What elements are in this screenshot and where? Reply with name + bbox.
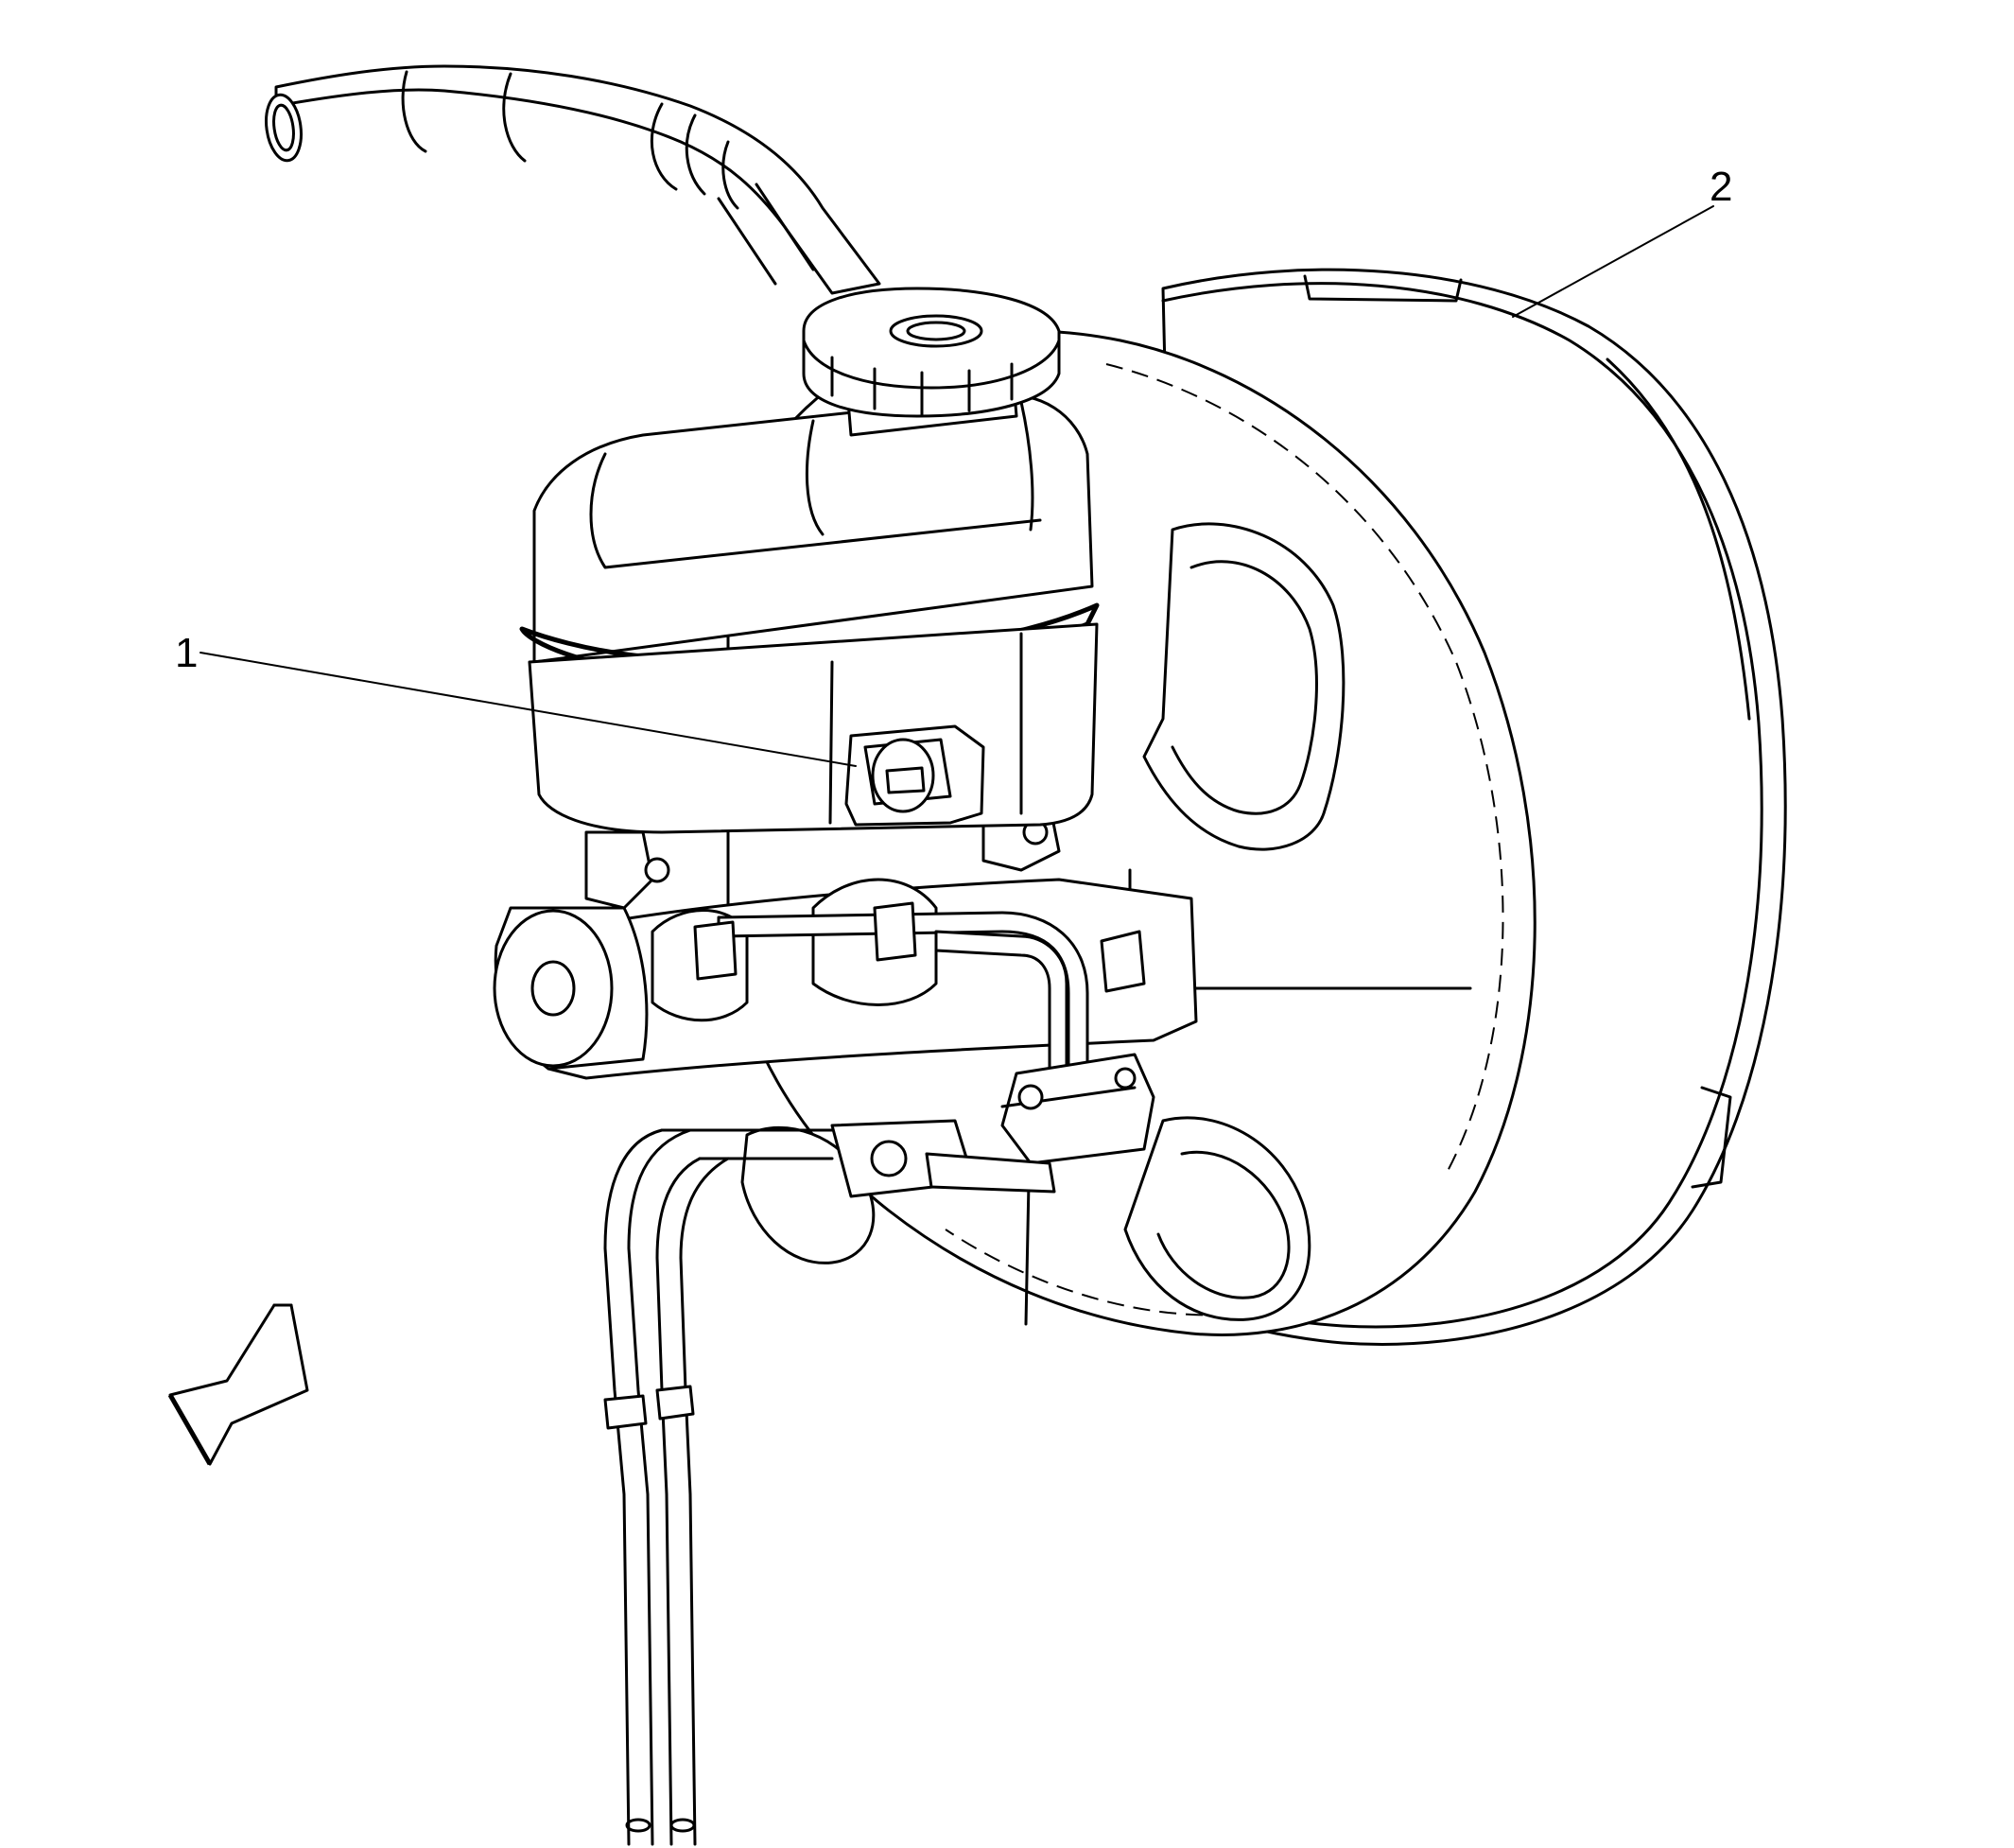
vacuum-hose xyxy=(265,64,881,295)
fluid-reservoir xyxy=(519,287,1100,834)
callout-2: 2 xyxy=(1512,164,1732,318)
brake-lines xyxy=(603,901,1155,1846)
leader-line-2 xyxy=(1512,205,1714,318)
callout-1-label: 1 xyxy=(175,630,198,676)
callout-2-label: 2 xyxy=(1710,164,1732,210)
front-direction-arrow-icon xyxy=(167,1303,309,1466)
leader-line-1 xyxy=(200,652,857,767)
callout-1: 1 xyxy=(175,630,857,767)
